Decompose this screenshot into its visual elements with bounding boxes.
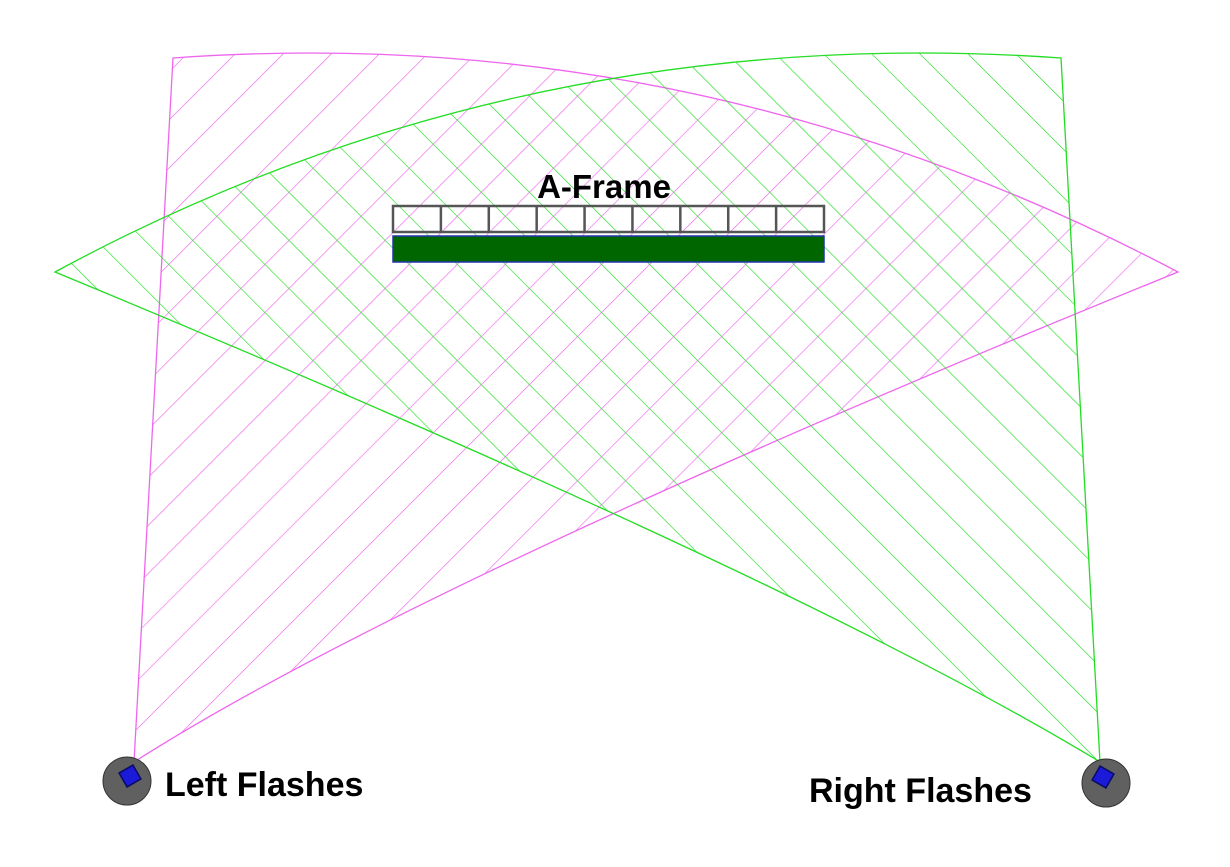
right-flash-head-icon: [1091, 765, 1115, 789]
a-frame-truss-cells: [439, 206, 778, 232]
left-flash-label: Left Flashes: [165, 766, 363, 804]
a-frame-base: [392, 235, 825, 263]
right-flash-label: Right Flashes: [809, 772, 1032, 810]
right-flash: Right Flashes: [809, 758, 1131, 810]
a-frame-truss-outline: [391, 204, 826, 234]
a-frame-label: A-Frame: [537, 168, 671, 205]
right-flash-coverage: [53, 52, 1101, 764]
left-flash: Left Flashes: [102, 756, 363, 806]
a-frame: A-Frame: [391, 168, 826, 263]
left-flash-head-icon: [118, 764, 142, 788]
